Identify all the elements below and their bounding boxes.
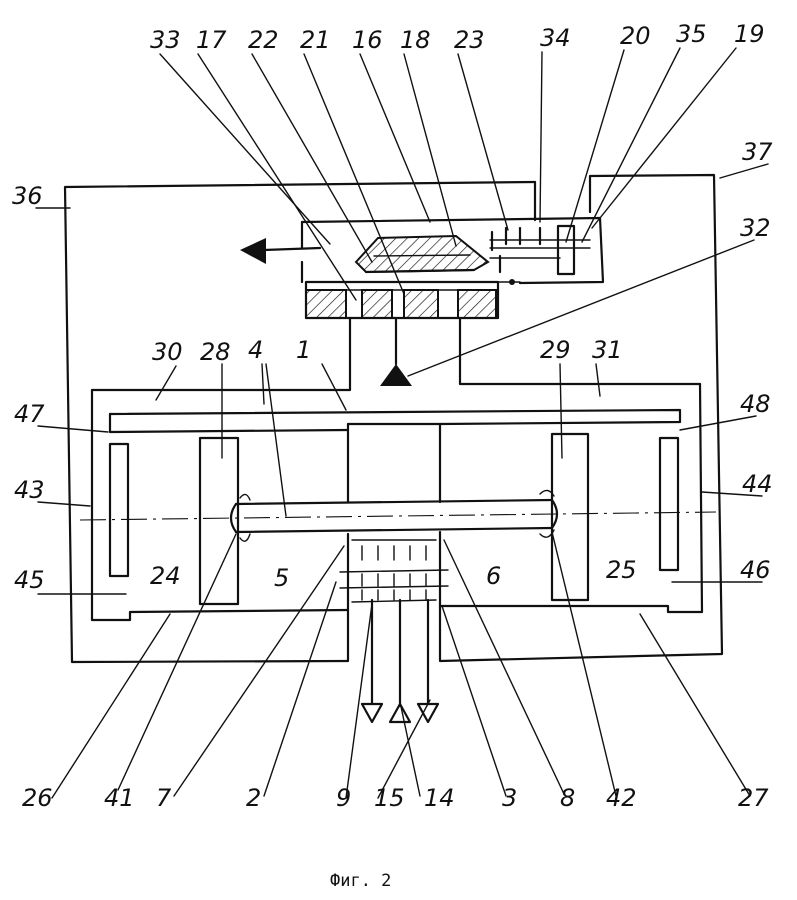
figure-caption: Фиг. 2 (330, 871, 391, 891)
label-23: 23 (454, 26, 485, 54)
label-32: 32 (740, 214, 771, 242)
label-14: 14 (424, 784, 455, 812)
detector-box (556, 224, 576, 276)
label-22: 22 (248, 26, 279, 54)
label-25: 25 (606, 556, 637, 584)
label-4: 4 (248, 336, 263, 364)
label-35: 35 (676, 20, 707, 48)
inlet-arrow-9 (360, 702, 384, 724)
label-6: 6 (486, 562, 501, 590)
exhaust-arrow-33 (240, 238, 266, 264)
label-43: 43 (14, 476, 45, 504)
label-36: 36 (12, 182, 43, 210)
label-41: 41 (104, 784, 135, 812)
upper-chamber (240, 216, 605, 320)
label-29: 29 (540, 336, 571, 364)
label-44: 44 (742, 470, 773, 498)
label-31: 31 (592, 336, 623, 364)
label-1: 1 (296, 336, 311, 364)
label-20: 20 (620, 22, 651, 50)
label-15: 15 (374, 784, 405, 812)
outer-enclosure (63, 173, 724, 664)
label-47: 47 (14, 400, 45, 428)
electrode-47 (108, 442, 130, 578)
pump-arrow-32 (380, 364, 412, 386)
label-45: 45 (14, 566, 45, 594)
panel-29 (550, 432, 590, 602)
tube-4 (234, 498, 554, 534)
label-5: 5 (274, 564, 289, 592)
label-37: 37 (742, 138, 773, 166)
inlet-arrow-15 (416, 702, 440, 724)
label-18: 18 (400, 26, 431, 54)
label-9: 9 (336, 784, 351, 812)
analyser-body-hatched (354, 234, 490, 274)
label-42: 42 (606, 784, 637, 812)
label-28: 28 (200, 338, 231, 366)
label-3: 3 (502, 784, 517, 812)
centre-axis (79, 511, 717, 521)
panel-28 (198, 436, 240, 606)
label-2: 2 (246, 784, 261, 812)
label-7: 7 (156, 784, 172, 812)
label-8: 8 (560, 784, 575, 812)
electrode-48 (658, 436, 680, 572)
leader-lines (35, 47, 769, 799)
label-27: 27 (738, 784, 769, 812)
label-46: 46 (740, 556, 771, 584)
neck-tubes (90, 316, 702, 392)
label-17: 17 (196, 26, 227, 54)
label-33: 33 (150, 26, 181, 54)
label-16: 16 (352, 26, 383, 54)
label-24: 24 (150, 562, 181, 590)
label-26: 26 (22, 784, 53, 812)
lower-chamber (79, 382, 717, 724)
reference-numerals: 33 17 22 21 16 18 23 34 20 35 19 37 36 3… (12, 20, 773, 812)
label-30: 30 (152, 338, 183, 366)
label-21: 21 (300, 26, 331, 54)
label-19: 19 (734, 20, 765, 48)
label-48: 48 (740, 390, 771, 418)
label-34: 34 (540, 24, 571, 52)
electrode-stack (361, 545, 427, 601)
outlet-arrow-14 (388, 702, 412, 724)
